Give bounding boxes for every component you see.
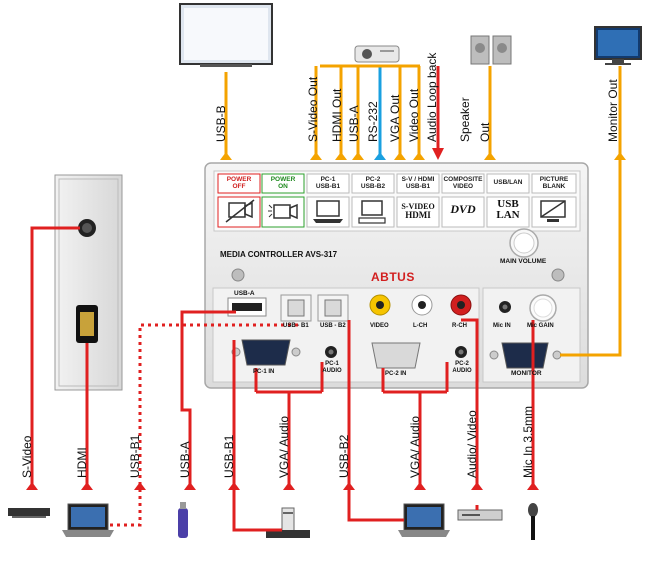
label-video-out: Video Out — [407, 88, 421, 142]
label-usb-b2-in: USB-B2 — [337, 434, 351, 478]
label-audio-video: Audio/ Video — [465, 410, 479, 478]
usb-flash-drive-icon — [178, 502, 188, 538]
port-label-video: VIDEO — [370, 323, 389, 329]
port-label-pc2-in: PC-2 IN — [385, 371, 407, 377]
label-usb-b-out: USB-B — [214, 105, 228, 142]
label-usb-a-in: USB-A — [178, 441, 192, 478]
label-vga-audio-1: VGA/ Audio — [277, 415, 291, 478]
camera-on-icon — [268, 203, 298, 220]
port-label-pc1-audio: PC-1 AUDIO — [322, 361, 342, 374]
label-audio-loop-back: Audio Loop back — [425, 52, 439, 142]
monitor-icon — [594, 26, 642, 65]
label-svideo-out: S-Video Out — [306, 76, 320, 142]
port-label-usb-b2: USB - B2 — [320, 323, 346, 329]
label-hdmi-in: HDMI — [75, 447, 89, 478]
main-volume-label: MAIN VOLUME — [500, 258, 547, 265]
label-usb-b1-left: USB-B1 — [128, 434, 142, 478]
label-monitor-out: Monitor Out — [606, 79, 620, 142]
port-label-r-ch: R-CH — [452, 323, 467, 329]
dvd-player-icon — [457, 509, 503, 521]
brand-logo: ABTUS — [371, 270, 415, 284]
bottom-connection-lines — [30, 226, 535, 532]
label-speaker: Speaker — [458, 97, 472, 142]
label-speaker-out: Out — [478, 122, 492, 142]
laptop-right-icon — [398, 503, 450, 537]
camera-off-icon — [225, 199, 255, 223]
top-connection-lines — [224, 64, 622, 158]
btn-label-usb-lan: USB/LAN — [493, 179, 523, 186]
port-label-mic-gain: Mic GAIN — [527, 323, 554, 329]
speakers-icon — [470, 35, 512, 65]
laptop-left-icon — [62, 503, 114, 537]
label-usb-b1-right: USB-B1 — [222, 434, 236, 478]
label-svideo-in: S-Video — [20, 435, 34, 478]
microphone-icon — [528, 503, 538, 540]
label-usb-a-out: USB-A — [347, 105, 361, 142]
bottom-arrowheads — [26, 482, 539, 490]
laptop-icon — [313, 200, 343, 223]
port-label-usb-b1: USB - B1 — [283, 323, 309, 329]
projection-screen-icon — [179, 3, 273, 67]
label-vga-out: VGA Out — [388, 94, 402, 142]
top-arrowheads — [220, 148, 626, 160]
port-label-usb-a: USB-A — [234, 290, 255, 297]
dvd-player-small-icon — [8, 508, 50, 518]
label-hdmi-out: HDMI Out — [330, 88, 344, 142]
port-label-monitor: MONITOR — [511, 370, 542, 377]
label-rs232: RS-232 — [366, 101, 380, 142]
port-label-mic-in: Mic IN — [493, 323, 511, 329]
desktop-pc-icon — [266, 507, 310, 538]
monitor-orange-line — [560, 160, 622, 357]
pc-icon — [358, 200, 386, 224]
port-label-pc1-in: PC-1 IN — [253, 369, 275, 375]
picture-blank-icon — [540, 200, 566, 222]
port-label-l-ch: L-CH — [413, 323, 428, 329]
projector-icon — [354, 45, 400, 63]
device-title: MEDIA CONTROLLER AVS-317 — [220, 250, 338, 259]
dvd-icon: DVD — [450, 202, 476, 216]
label-vga-audio-2: VGA/ Audio — [408, 415, 422, 478]
port-label-pc2-audio: PC-2 AUDIO — [452, 361, 472, 374]
label-mic-in-35mm: Mic In 3.5mm — [521, 405, 535, 478]
